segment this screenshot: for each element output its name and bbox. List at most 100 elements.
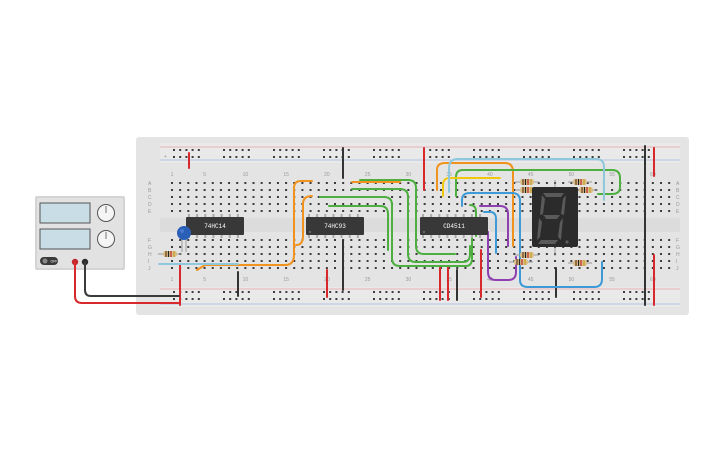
rail-hole[interactable]	[235, 298, 238, 300]
seven-segment-display[interactable]: 8	[0, 0, 578, 256]
breadboard-hole[interactable]	[260, 253, 263, 255]
breadboard-hole[interactable]	[594, 239, 597, 241]
breadboard-hole[interactable]	[366, 246, 369, 248]
breadboard-hole[interactable]	[578, 267, 581, 269]
breadboard-hole[interactable]	[171, 239, 173, 241]
breadboard-hole[interactable]	[179, 239, 182, 241]
breadboard-hole[interactable]	[423, 267, 426, 269]
breadboard-hole[interactable]	[219, 267, 222, 269]
breadboard-hole[interactable]	[488, 267, 491, 269]
breadboard-hole[interactable]	[660, 203, 662, 205]
breadboard-hole[interactable]	[276, 260, 279, 262]
breadboard-hole[interactable]	[301, 260, 304, 262]
rail-hole[interactable]	[197, 149, 200, 151]
rail-hole[interactable]	[547, 291, 550, 293]
breadboard-hole[interactable]	[497, 239, 499, 241]
breadboard-hole[interactable]	[619, 239, 622, 241]
breadboard-hole[interactable]	[578, 196, 581, 198]
breadboard-hole[interactable]	[651, 182, 654, 184]
rail-hole[interactable]	[547, 149, 550, 151]
breadboard-hole[interactable]	[602, 253, 605, 255]
rail-hole[interactable]	[535, 298, 538, 300]
breadboard-hole[interactable]	[195, 253, 198, 255]
breadboard-hole[interactable]	[325, 189, 328, 191]
rail-hole[interactable]	[435, 156, 438, 158]
rail-hole[interactable]	[197, 291, 200, 293]
breadboard-hole[interactable]	[244, 196, 247, 198]
rail-hole[interactable]	[541, 291, 544, 293]
breadboard-hole[interactable]	[505, 253, 508, 255]
breadboard-hole[interactable]	[472, 239, 475, 241]
rail-hole[interactable]	[235, 156, 238, 158]
resistor[interactable]	[568, 179, 592, 185]
breadboard-hole[interactable]	[260, 267, 263, 269]
breadboard-hole[interactable]	[651, 246, 654, 248]
breadboard-hole[interactable]	[195, 260, 198, 262]
breadboard-hole[interactable]	[228, 210, 231, 212]
breadboard-hole[interactable]	[285, 253, 288, 255]
breadboard-hole[interactable]	[456, 189, 459, 191]
rail-hole[interactable]	[397, 149, 400, 151]
breadboard-hole[interactable]	[627, 246, 630, 248]
breadboard-hole[interactable]	[179, 203, 182, 205]
rail-hole[interactable]	[591, 291, 594, 293]
rail-hole[interactable]	[291, 149, 294, 151]
breadboard-hole[interactable]	[627, 210, 630, 212]
breadboard-hole[interactable]	[537, 267, 540, 269]
rail-hole[interactable]	[191, 298, 194, 300]
breadboard-hole[interactable]	[179, 260, 182, 262]
rail-hole[interactable]	[273, 291, 275, 293]
breadboard-hole[interactable]	[285, 182, 288, 184]
breadboard-hole[interactable]	[276, 267, 279, 269]
breadboard-hole[interactable]	[358, 203, 361, 205]
breadboard-hole[interactable]	[505, 182, 508, 184]
breadboard-hole[interactable]	[407, 182, 410, 184]
breadboard-hole[interactable]	[309, 260, 312, 262]
breadboard-hole[interactable]	[439, 189, 442, 191]
breadboard-hole[interactable]	[309, 189, 312, 191]
rail-hole[interactable]	[285, 291, 288, 293]
breadboard-hole[interactable]	[391, 267, 394, 269]
breadboard-hole[interactable]	[382, 267, 385, 269]
breadboard-hole[interactable]	[260, 246, 263, 248]
rail-hole[interactable]	[373, 291, 375, 293]
breadboard-hole[interactable]	[448, 246, 451, 248]
breadboard-hole[interactable]	[472, 253, 475, 255]
breadboard-hole[interactable]	[179, 189, 182, 191]
breadboard-hole[interactable]	[325, 239, 328, 241]
breadboard-hole[interactable]	[529, 246, 532, 248]
breadboard-hole[interactable]	[317, 189, 320, 191]
rail-hole[interactable]	[579, 298, 582, 300]
rail-hole[interactable]	[379, 291, 382, 293]
breadboard-hole[interactable]	[293, 267, 296, 269]
breadboard-hole[interactable]	[211, 189, 214, 191]
breadboard-hole[interactable]	[651, 203, 654, 205]
breadboard-hole[interactable]	[171, 203, 173, 205]
breadboard-hole[interactable]	[309, 182, 312, 184]
rail-hole[interactable]	[641, 291, 644, 293]
breadboard-hole[interactable]	[350, 246, 353, 248]
breadboard-hole[interactable]	[317, 246, 320, 248]
breadboard-hole[interactable]	[195, 189, 198, 191]
breadboard-hole[interactable]	[660, 253, 662, 255]
rail-hole[interactable]	[185, 156, 188, 158]
breadboard-hole[interactable]	[195, 210, 198, 212]
rail-hole[interactable]	[185, 149, 188, 151]
breadboard-hole[interactable]	[635, 239, 638, 241]
rail-hole[interactable]	[297, 298, 300, 300]
breadboard-hole[interactable]	[505, 267, 508, 269]
breadboard-hole[interactable]	[285, 246, 288, 248]
breadboard-hole[interactable]	[529, 267, 532, 269]
rail-hole[interactable]	[623, 298, 625, 300]
breadboard-hole[interactable]	[529, 196, 532, 198]
breadboard-hole[interactable]	[456, 182, 459, 184]
rail-hole[interactable]	[241, 156, 244, 158]
breadboard-hole[interactable]	[668, 203, 671, 205]
rail-hole[interactable]	[473, 149, 475, 151]
rail-hole[interactable]	[241, 298, 244, 300]
breadboard-hole[interactable]	[301, 196, 304, 198]
breadboard-hole[interactable]	[660, 260, 662, 262]
rail-hole[interactable]	[491, 156, 494, 158]
breadboard-hole[interactable]	[594, 253, 597, 255]
breadboard-hole[interactable]	[236, 196, 239, 198]
